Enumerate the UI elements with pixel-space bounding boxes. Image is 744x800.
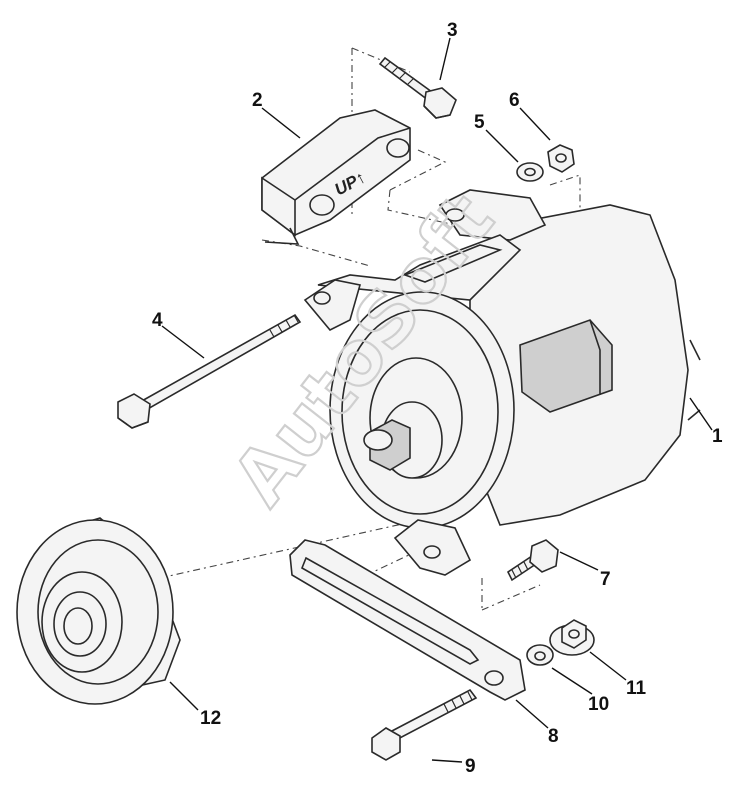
nut-6 bbox=[547, 144, 575, 173]
adjusting-strap bbox=[289, 539, 526, 701]
callout-3: 3 bbox=[447, 20, 458, 41]
callout-7: 7 bbox=[600, 569, 611, 590]
callout-4: 4 bbox=[152, 310, 163, 331]
washer-10 bbox=[526, 644, 554, 666]
washer-5 bbox=[516, 162, 544, 182]
callout-6: 6 bbox=[509, 90, 520, 111]
callout-9: 9 bbox=[465, 756, 476, 777]
callout-leaders bbox=[161, 37, 713, 763]
bolt-7 bbox=[506, 539, 559, 582]
callout-11: 11 bbox=[626, 678, 647, 699]
bolt-9 bbox=[371, 688, 478, 761]
flange-nut-11 bbox=[549, 619, 595, 656]
pulley bbox=[16, 517, 181, 705]
callout-5: 5 bbox=[474, 112, 485, 133]
callout-2: 2 bbox=[252, 90, 263, 111]
callout-10: 10 bbox=[588, 694, 609, 715]
long-bolt-4 bbox=[117, 313, 302, 429]
alternator bbox=[303, 189, 701, 576]
callout-12: 12 bbox=[200, 708, 221, 729]
mounting-bracket: UP↑ bbox=[261, 109, 411, 245]
callout-1: 1 bbox=[712, 426, 723, 447]
callout-8: 8 bbox=[548, 726, 559, 747]
bolt-3 bbox=[378, 56, 457, 119]
